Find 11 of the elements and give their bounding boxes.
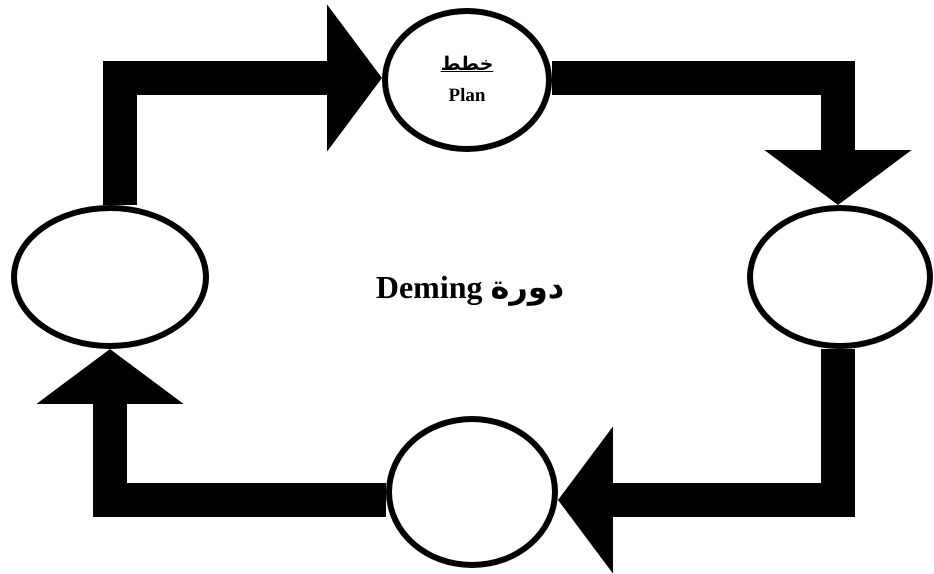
ellipse (382, 8, 552, 152)
ellipse (11, 205, 209, 349)
block-arrow (552, 61, 913, 205)
ellipse (747, 205, 933, 349)
title: دورة Deming (374, 268, 566, 306)
block-arrow (35, 349, 386, 517)
block-arrow (103, 3, 382, 205)
node-label: Plan (448, 85, 486, 108)
ellipse (386, 416, 558, 568)
block-arrow (558, 349, 855, 574)
node-label: خطط (440, 52, 494, 76)
